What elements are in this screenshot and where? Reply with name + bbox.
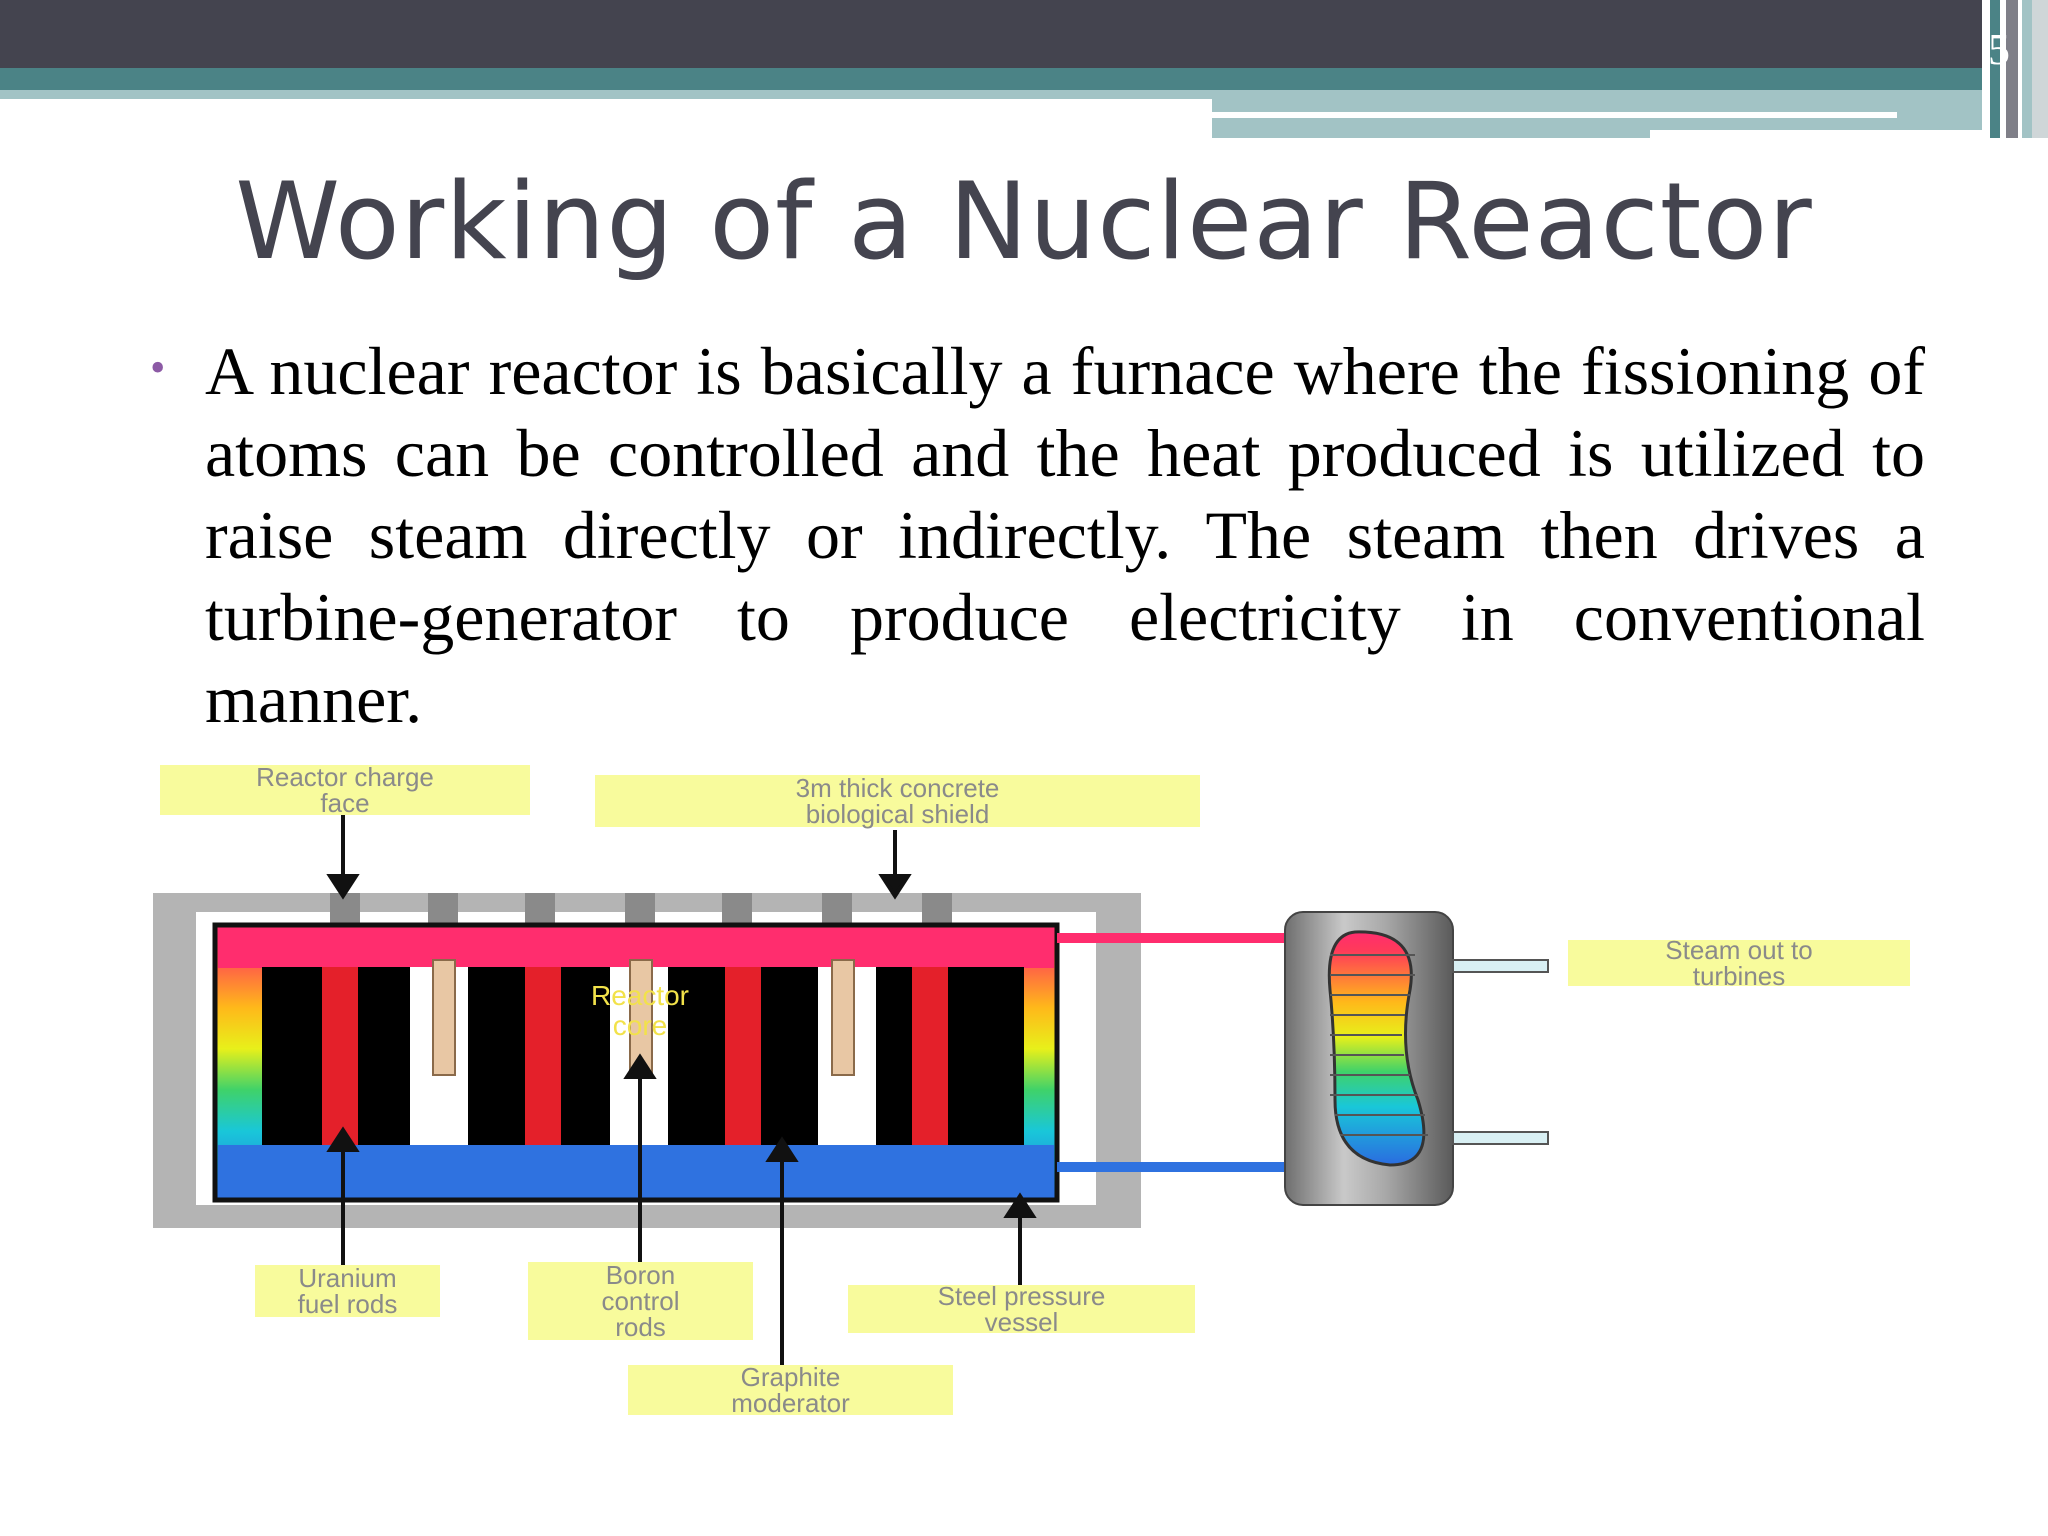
header-edge-stripe (2006, 0, 2018, 138)
label-control-rods: Boron control rods (528, 1262, 753, 1340)
slide-title: Working of a Nuclear Reactor (235, 160, 1813, 283)
core-label: Reactor (591, 980, 689, 1011)
header-band (0, 0, 2048, 68)
header-edge-stripe (1990, 0, 2000, 138)
label-moderator: Graphite moderator (628, 1364, 953, 1416)
hot-pipe (1057, 933, 1289, 943)
label-pressure-vessel: Steel pressure vessel (848, 1283, 1195, 1335)
header-edge-stripe (2032, 0, 2048, 138)
bullet-dot-icon: • (150, 343, 166, 392)
boron-control-rods (432, 959, 855, 1076)
core-label-2: core (613, 1010, 667, 1041)
cold-pipe (1057, 1162, 1289, 1172)
header-stripe-gap (1212, 112, 1897, 118)
label-charge-face: Reactor charge face (160, 764, 530, 816)
steam-outlet-pipe (1452, 959, 1549, 973)
uranium-fuel-rods (322, 967, 948, 1145)
header-edge-stripe (2022, 0, 2032, 138)
slide-number: 5 (1988, 25, 2010, 74)
header-edge-stripe (2000, 0, 2006, 138)
coil-lines (1330, 954, 1428, 1136)
callout-arrows (326, 812, 1037, 1370)
charge-nozzles (330, 893, 952, 923)
header-edge-stripe (2018, 0, 2022, 138)
label-fuel-rods: Uranium fuel rods (255, 1265, 440, 1317)
bullet-item: • A nuclear reactor is basically a furna… (150, 330, 1925, 740)
header-stripe-light (0, 90, 1212, 99)
label-biological-shield: 3m thick concrete biological shield (595, 775, 1200, 827)
steam-coil (1327, 930, 1426, 1167)
header-stripe (0, 68, 1990, 90)
header-edge-stripe (1982, 0, 1990, 138)
header-stripe-gap-low (1650, 130, 1982, 138)
label-steam-out: Steam out to turbines (1568, 937, 1910, 989)
cold-coolant-band (218, 1145, 1054, 1197)
bullet-text: A nuclear reactor is basically a furnace… (205, 333, 1925, 737)
bullet-list: • A nuclear reactor is basically a furna… (150, 330, 1925, 740)
steam-return-pipe (1452, 1131, 1549, 1145)
